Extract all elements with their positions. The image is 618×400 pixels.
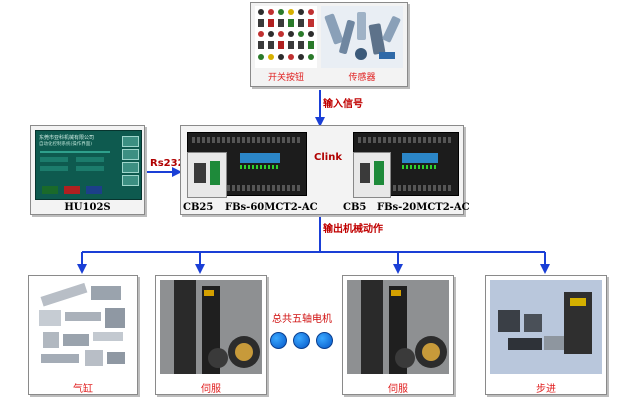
cylinder-box: 气缸 bbox=[28, 275, 138, 395]
plc-ext-leds bbox=[402, 165, 438, 169]
servo2-box: 伺服 bbox=[342, 275, 454, 395]
stepper-image bbox=[490, 280, 602, 374]
sensors-image bbox=[321, 6, 403, 68]
plc-main-model-label: FBs-60MCT2-AC bbox=[225, 202, 318, 213]
hmi-field-2 bbox=[76, 157, 104, 162]
plc-ext-model-label: FBs-20MCT2-AC bbox=[377, 202, 470, 213]
stepper-caption: 步进 bbox=[536, 384, 556, 395]
cb5-connector bbox=[360, 163, 370, 183]
input-devices-box: 开关按钮 传感器 bbox=[250, 2, 408, 87]
hmi-screen: 东莞市亚科机械有限公司 自动化控制系统(操作界面) bbox=[35, 130, 142, 200]
cb5-label: CB5 bbox=[343, 202, 367, 213]
cb25-terminal bbox=[210, 161, 220, 185]
hmi-field-1 bbox=[40, 157, 68, 162]
rs232-label: Rs232 bbox=[150, 158, 185, 169]
cb25-connector bbox=[194, 163, 206, 183]
hmi-screen-subtitle: 自动化控制系统(操作界面) bbox=[39, 142, 93, 147]
clink-label: Clink bbox=[314, 152, 342, 163]
hmi-side-button-3[interactable] bbox=[122, 162, 139, 173]
hmi-field-3 bbox=[40, 166, 68, 171]
cb5-board bbox=[353, 152, 391, 198]
plc-main-brand-strip bbox=[240, 153, 280, 163]
hmi-screen-title: 东莞市亚科机械有限公司 bbox=[39, 135, 95, 141]
switch-buttons-image bbox=[255, 6, 317, 68]
output-motion-label: 输出机械动作 bbox=[323, 224, 383, 235]
hmi-divider bbox=[40, 151, 110, 153]
hmi-field-4 bbox=[76, 166, 104, 171]
servo2-caption: 伺服 bbox=[388, 384, 408, 395]
five-axis-label: 总共五轴电机 bbox=[272, 314, 332, 325]
servo1-caption: 伺服 bbox=[201, 384, 221, 395]
plc-ext-brand-strip bbox=[402, 153, 438, 163]
cb25-label: CB25 bbox=[183, 202, 214, 213]
hmi-stop-button[interactable] bbox=[64, 186, 80, 194]
hmi-model-label: HU102S bbox=[64, 202, 111, 213]
cylinders-image bbox=[33, 280, 133, 372]
servo1-box: 伺服 bbox=[155, 275, 267, 395]
sensor-caption: 传感器 bbox=[348, 73, 376, 83]
ellipsis-dot-2 bbox=[293, 332, 310, 349]
hmi-box: 东莞市亚科机械有限公司 自动化控制系统(操作界面) HU102S bbox=[30, 125, 145, 215]
input-signal-label: 输入信号 bbox=[323, 99, 363, 110]
cylinder-caption: 气缸 bbox=[73, 384, 93, 395]
servo1-image bbox=[160, 280, 262, 374]
cb25-board bbox=[187, 152, 227, 198]
hmi-side-button-4[interactable] bbox=[122, 175, 139, 186]
plc-system-box: CB25 FBs-60MCT2-AC CB5 FBs-20MCT2-AC bbox=[180, 125, 470, 215]
ellipsis-dot-3 bbox=[316, 332, 333, 349]
stepper-box: 步进 bbox=[485, 275, 607, 395]
hmi-side-button-2[interactable] bbox=[122, 149, 139, 160]
servo2-image bbox=[347, 280, 449, 374]
plc-main-bottom-terminals bbox=[192, 185, 300, 191]
plc-ext-bottom-terminals bbox=[358, 185, 452, 191]
plc-main-top-terminals bbox=[192, 137, 300, 143]
cb5-terminal bbox=[374, 161, 384, 185]
plc-ext-top-terminals bbox=[358, 137, 452, 143]
plc-main-leds bbox=[240, 165, 280, 169]
switch-caption: 开关按钮 bbox=[267, 73, 304, 83]
hmi-side-button-1[interactable] bbox=[122, 136, 139, 147]
ellipsis-dot-1 bbox=[270, 332, 287, 349]
hmi-reset-button[interactable] bbox=[86, 186, 102, 194]
hmi-start-button[interactable] bbox=[42, 186, 58, 194]
